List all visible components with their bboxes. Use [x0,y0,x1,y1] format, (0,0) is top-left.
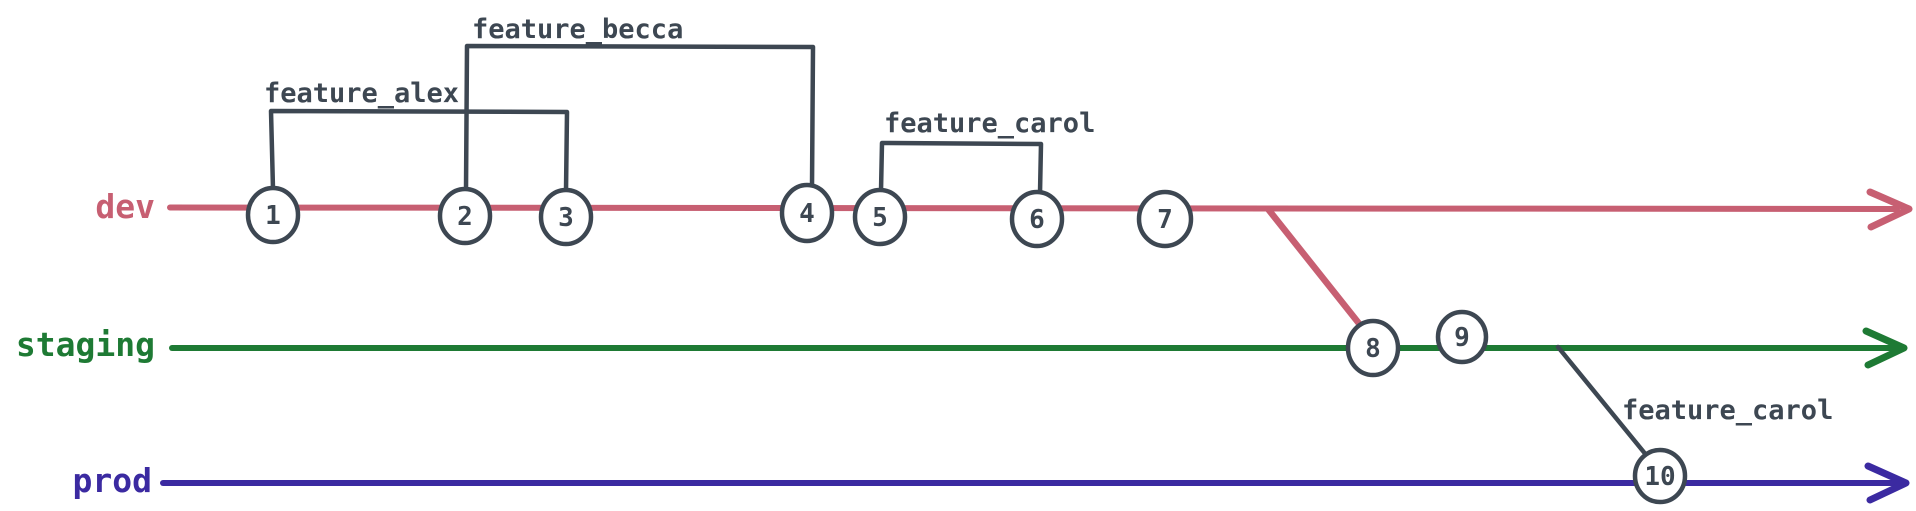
feature-bracket-becca [463,43,816,193]
feature-label-carol: feature_carol [884,108,1095,139]
commit-circle-5 [852,187,908,247]
feature-label-carol-merge: feature_carol [1622,395,1833,426]
commit-label-9: 9 [1454,323,1470,353]
feature-bracket-alex [268,108,570,194]
commit-circle-2 [437,186,493,246]
feature-label-alex: feature_alex [264,78,459,109]
arrowhead-staging-icon [1862,327,1908,369]
commit-6: 6 [1009,189,1065,249]
commit-circle-9 [1435,309,1489,365]
commit-9: 9 [1435,309,1489,365]
arrowhead-prod-icon [1864,462,1910,504]
commit-2: 2 [437,186,493,246]
commit-label-3: 3 [558,203,574,233]
commit-label-10: 10 [1644,462,1675,492]
commit-circle-10 [1632,447,1688,505]
commit-label-7: 7 [1157,205,1173,235]
commit-label-2: 2 [457,202,473,232]
commit-circle-8 [1345,318,1401,378]
branch-prod: prod [73,461,1910,504]
branch-staging: staging [16,325,1908,369]
feature-label-becca: feature_becca [472,14,683,45]
feature-line-carol-to-prod [1555,344,1650,459]
branch-label-dev: dev [95,187,155,226]
commit-label-8: 8 [1365,334,1381,364]
commit-7: 7 [1136,189,1194,249]
commit-8: 8 [1345,318,1401,378]
commit-5: 5 [852,187,908,247]
merge-line-dev-to-staging [1264,205,1365,330]
commit-circle-4 [779,182,835,244]
branch-label-staging: staging [16,325,155,364]
commit-label-6: 6 [1029,205,1045,235]
commit-label-4: 4 [799,199,815,229]
arrowhead-dev-icon [1866,188,1913,231]
feature-branch-alex: feature_alex [264,78,570,194]
feature-bracket-carol [878,140,1044,196]
commit-circle-3 [538,187,594,247]
branch-dev: dev [95,187,1913,330]
commit-label-5: 5 [872,203,888,233]
branch-label-prod: prod [73,461,152,500]
commit-4: 4 [779,182,835,244]
commit-10: 10 [1632,447,1688,505]
commit-label-1: 1 [265,201,281,231]
feature-branch-carol-merge: feature_carol [1555,344,1833,459]
commit-1: 1 [245,185,301,245]
commit-circle-7 [1136,189,1194,249]
commit-3: 3 [538,187,594,247]
commit-circle-1 [245,185,301,245]
commit-circle-6 [1009,189,1065,249]
feature-branch-becca: feature_becca [463,14,816,193]
feature-branch-carol: feature_carol [878,108,1095,196]
